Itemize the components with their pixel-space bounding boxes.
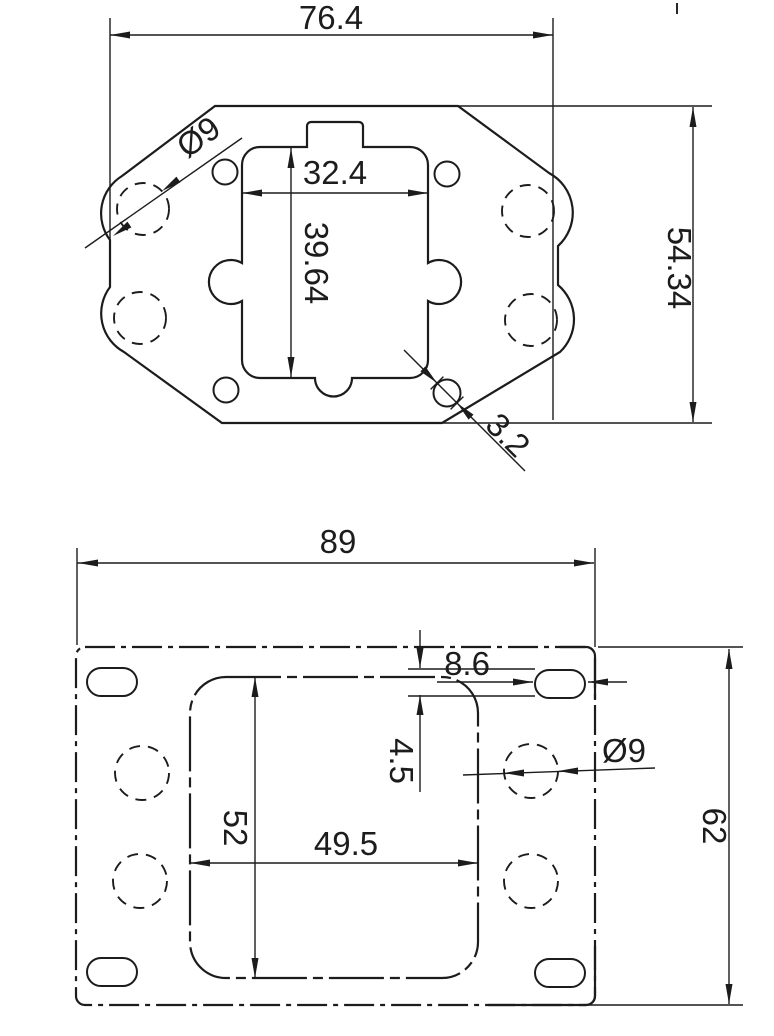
corner-hole — [503, 743, 559, 799]
dim-bottom-hole-diameter: Ø9 — [602, 732, 646, 769]
bottom-view-corner-holes — [112, 743, 559, 909]
dim-top-opening-width: 32.4 — [303, 154, 367, 191]
top-view: 76.4 54.34 32.4 39.64 Ø9 3.2 — [84, 0, 712, 472]
bottom-view-arrowheads — [78, 559, 733, 1004]
corner-hole — [504, 293, 558, 347]
corner-hole — [113, 291, 167, 345]
bottom-view-dimension-lines — [76, 548, 743, 1006]
slot — [534, 958, 586, 988]
dim-bottom-slot-offset: 4.5 — [383, 738, 420, 784]
dim-bottom-opening-width: 49.5 — [314, 825, 378, 862]
dim-top-hole-diameter: Ø9 — [170, 109, 227, 165]
small-hole — [212, 376, 240, 404]
top-view-central-opening — [207, 120, 463, 398]
slot — [86, 957, 138, 987]
corner-hole — [114, 745, 170, 801]
dim-bottom-overall-height: 62 — [696, 808, 733, 845]
bottom-view-central-opening — [188, 675, 480, 980]
dim-bottom-overall-width: 89 — [320, 523, 357, 560]
corner-hole — [501, 184, 555, 238]
small-hole — [432, 378, 462, 408]
slot — [86, 667, 138, 697]
bottom-view-outline-solid-topright — [560, 645, 597, 700]
slot — [534, 669, 586, 699]
dim-bottom-slot-length: 8.6 — [444, 645, 490, 682]
bottom-view: 89 62 49.5 52 8.6 4.5 Ø9 — [74, 523, 743, 1007]
corner-hole — [503, 853, 559, 909]
dim-top-opening-height: 39.64 — [298, 222, 335, 305]
small-hole — [433, 160, 461, 188]
top-view-dimension-lines — [84, 18, 712, 472]
bottom-view-outline-solid-bottomright — [488, 946, 597, 1007]
top-view-arrowheads — [110, 31, 697, 422]
dim-bottom-opening-height: 52 — [217, 810, 254, 847]
top-view-corner-holes — [113, 182, 558, 347]
corner-hole — [116, 182, 170, 236]
corner-hole — [112, 853, 168, 909]
top-view-small-holes — [211, 158, 462, 408]
dim-top-overall-width: 76.4 — [299, 0, 363, 36]
bottom-view-slots — [86, 667, 586, 988]
top-view-plate-outline — [100, 104, 576, 425]
bottom-view-plate-outline — [74, 645, 597, 1007]
dim-top-overall-height: 54.34 — [661, 227, 698, 310]
dim-top-small-hole: 3.2 — [479, 406, 538, 465]
small-hole — [211, 158, 239, 186]
